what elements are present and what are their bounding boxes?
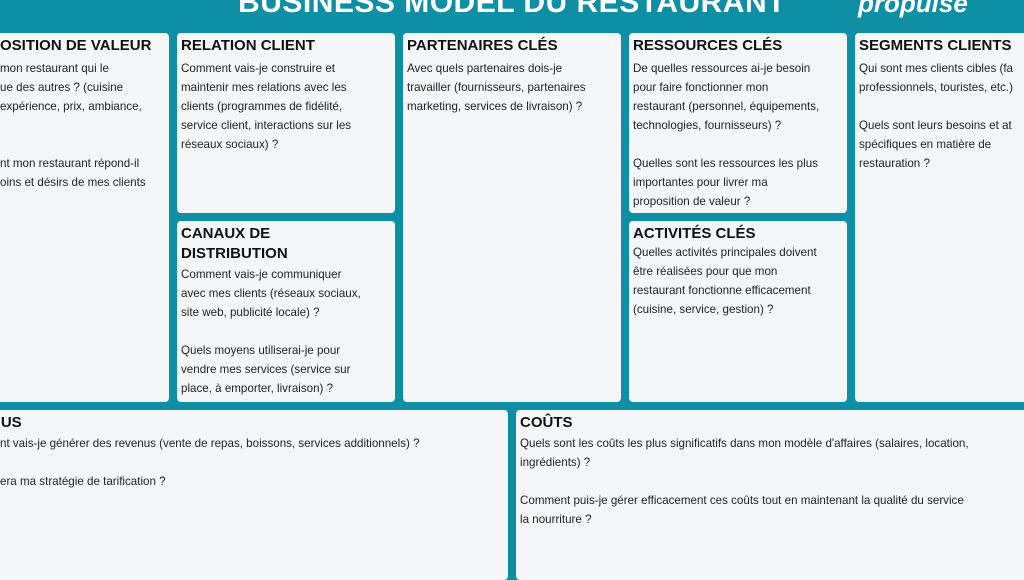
card-title: ACTIVITÉS CLÉS — [633, 225, 756, 242]
card-text: Comment vais-je construire et maintenir … — [181, 62, 352, 151]
card-title: RELATION CLIENT — [181, 37, 315, 54]
card-activites-cles: ACTIVITÉS CLÉS Quelles activités princip… — [629, 221, 847, 402]
card-text: Qui sont mes clients cibles (fa professi… — [859, 62, 1014, 170]
card-couts: COÛTS Quels sont les coûts les plus sign… — [516, 410, 1024, 580]
card-relation-client: RELATION CLIENT Comment vais-je construi… — [177, 33, 395, 213]
card-title: SEGMENTS CLIENTS — [859, 37, 1012, 54]
card-title: POSITION DE VALEUR — [0, 37, 152, 54]
card-text: nt vais-je générer des revenus (vente de… — [0, 437, 420, 488]
card-text: Quelles activités principales doivent êt… — [633, 246, 817, 316]
card-revenus: NUS nt vais-je générer des revenus (vent… — [0, 410, 508, 580]
card-proposition-valeur: POSITION DE VALEUR mon restaurant qui le… — [0, 33, 169, 402]
card-title: COÛTS — [520, 414, 573, 431]
card-ressources-cles: RESSOURCES CLÉS De quelles ressources ai… — [629, 33, 847, 213]
propulse-logo: propulse — [858, 0, 968, 18]
card-segments-clients: SEGMENTS CLIENTS Qui sont mes clients ci… — [855, 33, 1024, 402]
card-text: Quels sont les coûts les plus significat… — [520, 437, 969, 526]
card-canaux-distribution: CANAUX DE DISTRIBUTION Comment vais-je c… — [177, 221, 395, 402]
card-text: De quelles ressources ai-je besoin pour … — [633, 62, 820, 208]
card-title: NUS — [0, 414, 22, 431]
card-text: Avec quels partenaires dois-je travaille… — [407, 62, 586, 113]
card-text: Comment vais-je communiquer avec mes cli… — [181, 268, 361, 395]
card-partenaires-cles: PARTENAIRES CLÉS Avec quels partenaires … — [403, 33, 621, 402]
page-title: BUSINESS MODEL DU RESTAURANT — [238, 0, 786, 19]
card-text: mon restaurant qui le ue des autres ? (c… — [0, 62, 146, 189]
card-title: PARTENAIRES CLÉS — [407, 37, 558, 54]
card-title: RESSOURCES CLÉS — [633, 37, 783, 54]
card-title: CANAUX DE DISTRIBUTION — [181, 225, 288, 262]
